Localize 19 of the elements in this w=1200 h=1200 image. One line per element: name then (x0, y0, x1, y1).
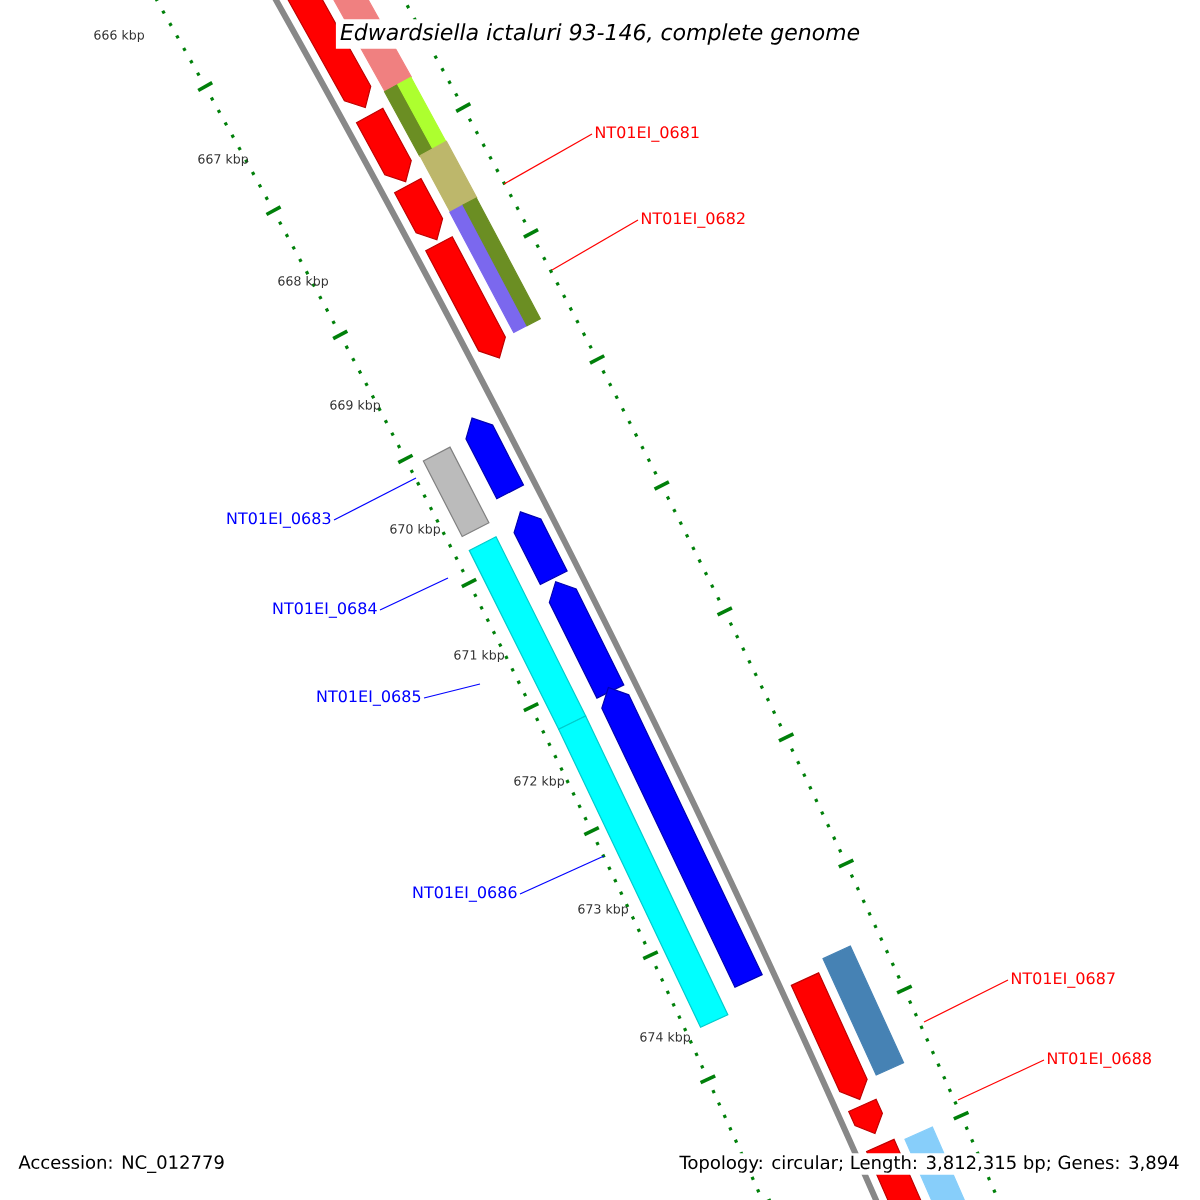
title: Edwardsiella ictaluri 93-146, complete genome (335, 19, 865, 49)
leader-line (957, 1059, 1045, 1101)
accession-label: Accession: NC_012779 (18, 1155, 224, 1173)
leader-line (379, 577, 449, 611)
gene-label: NT01EI_0688 (1048, 1052, 1151, 1068)
leader-line (423, 683, 481, 699)
leader-line (333, 477, 417, 521)
leader-line (551, 219, 639, 271)
leader-line (503, 133, 593, 185)
gene-label: NT01EI_0686 (413, 886, 517, 902)
gene-label: NT01EI_0682 (642, 212, 745, 228)
genome-info-label: Topology: circular; Length: 3,812,315 bp; Genes: 3,894 (677, 1153, 1182, 1175)
gene-label: NT01EI_0683 (227, 512, 331, 528)
leader-line (519, 855, 605, 895)
gene-label: NT01EI_0685 (317, 690, 421, 706)
leader-line (923, 979, 1009, 1023)
gene-label: NT01EI_0681 (595, 126, 699, 142)
gene-label: NT01EI_0684 (273, 602, 377, 618)
gene-label: NT01EI_0687 (1012, 972, 1115, 988)
